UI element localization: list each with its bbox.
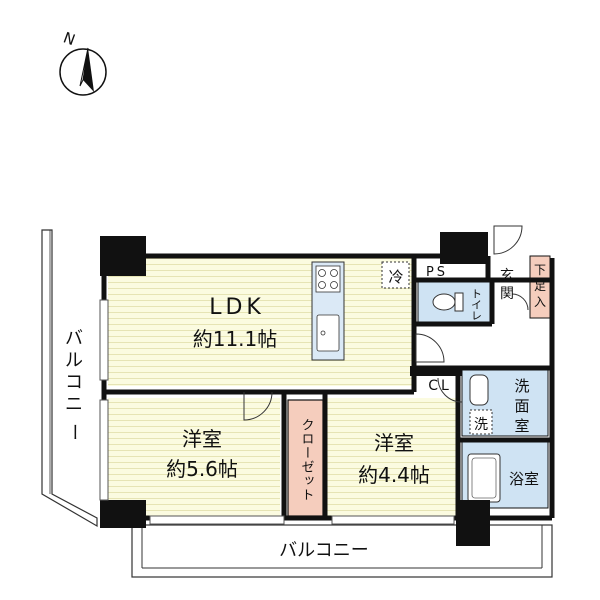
western-room-2-floor [325, 398, 459, 516]
washer-label: 洗 [474, 417, 488, 433]
bathroom-label: 浴室 [509, 470, 539, 488]
entrance-label-1: 玄 [500, 267, 514, 284]
ldk-floor [108, 256, 416, 386]
cl-label: CL [428, 378, 452, 394]
columns [100, 232, 490, 546]
western-room-1-name: 洋室 [182, 427, 222, 451]
ldk-name: LDK [209, 295, 265, 320]
toilet-icon [432, 293, 456, 311]
walls [101, 253, 555, 521]
washroom-label-1: 洗 [514, 377, 529, 395]
fridge-label: 冷 [388, 268, 403, 286]
western-room-1-floor [108, 398, 280, 516]
left-balcony-label-3: コ [65, 372, 83, 393]
washer-space [469, 409, 493, 435]
shoe-storage-label-2: 足 [534, 279, 546, 293]
bathtub [467, 453, 501, 503]
western-room-1-size: 約5.6帖 [166, 457, 238, 481]
fridge-space [381, 261, 410, 289]
door-swings [243, 225, 529, 421]
entrance-label-2: 関 [500, 286, 514, 302]
washbasin-icon [469, 374, 489, 406]
toilet-label: トイレ [470, 288, 483, 321]
compass-ring [59, 48, 107, 96]
shoe-storage-label-3: 入 [534, 295, 546, 309]
left-balcony-label-5: ー [64, 423, 85, 441]
compass-needle-icon [83, 48, 94, 92]
ldk-size: 約11.1帖 [193, 327, 278, 351]
washroom-label-3: 室 [514, 417, 529, 435]
left-balcony-label-1: バ [65, 328, 83, 349]
ps-label: PS [426, 265, 448, 280]
western-room-2-size: 約4.4帖 [358, 463, 430, 487]
stove-icon [315, 265, 341, 293]
left-balcony-label-2: ル [65, 350, 83, 371]
bottom-balcony-label: バルコニー [279, 540, 369, 561]
left-balcony-outline [41, 229, 98, 528]
compass: N [59, 28, 107, 96]
closet-label: クローゼット [299, 418, 315, 502]
north-label: N [61, 28, 78, 49]
left-balcony-label-4: ニ [65, 394, 83, 415]
sink-icon [316, 314, 340, 352]
western-room-2-name: 洋室 [374, 431, 414, 455]
shoe-storage-label-1: 下 [534, 263, 546, 277]
washroom-label-2: 面 [514, 397, 529, 415]
windows [99, 299, 455, 525]
